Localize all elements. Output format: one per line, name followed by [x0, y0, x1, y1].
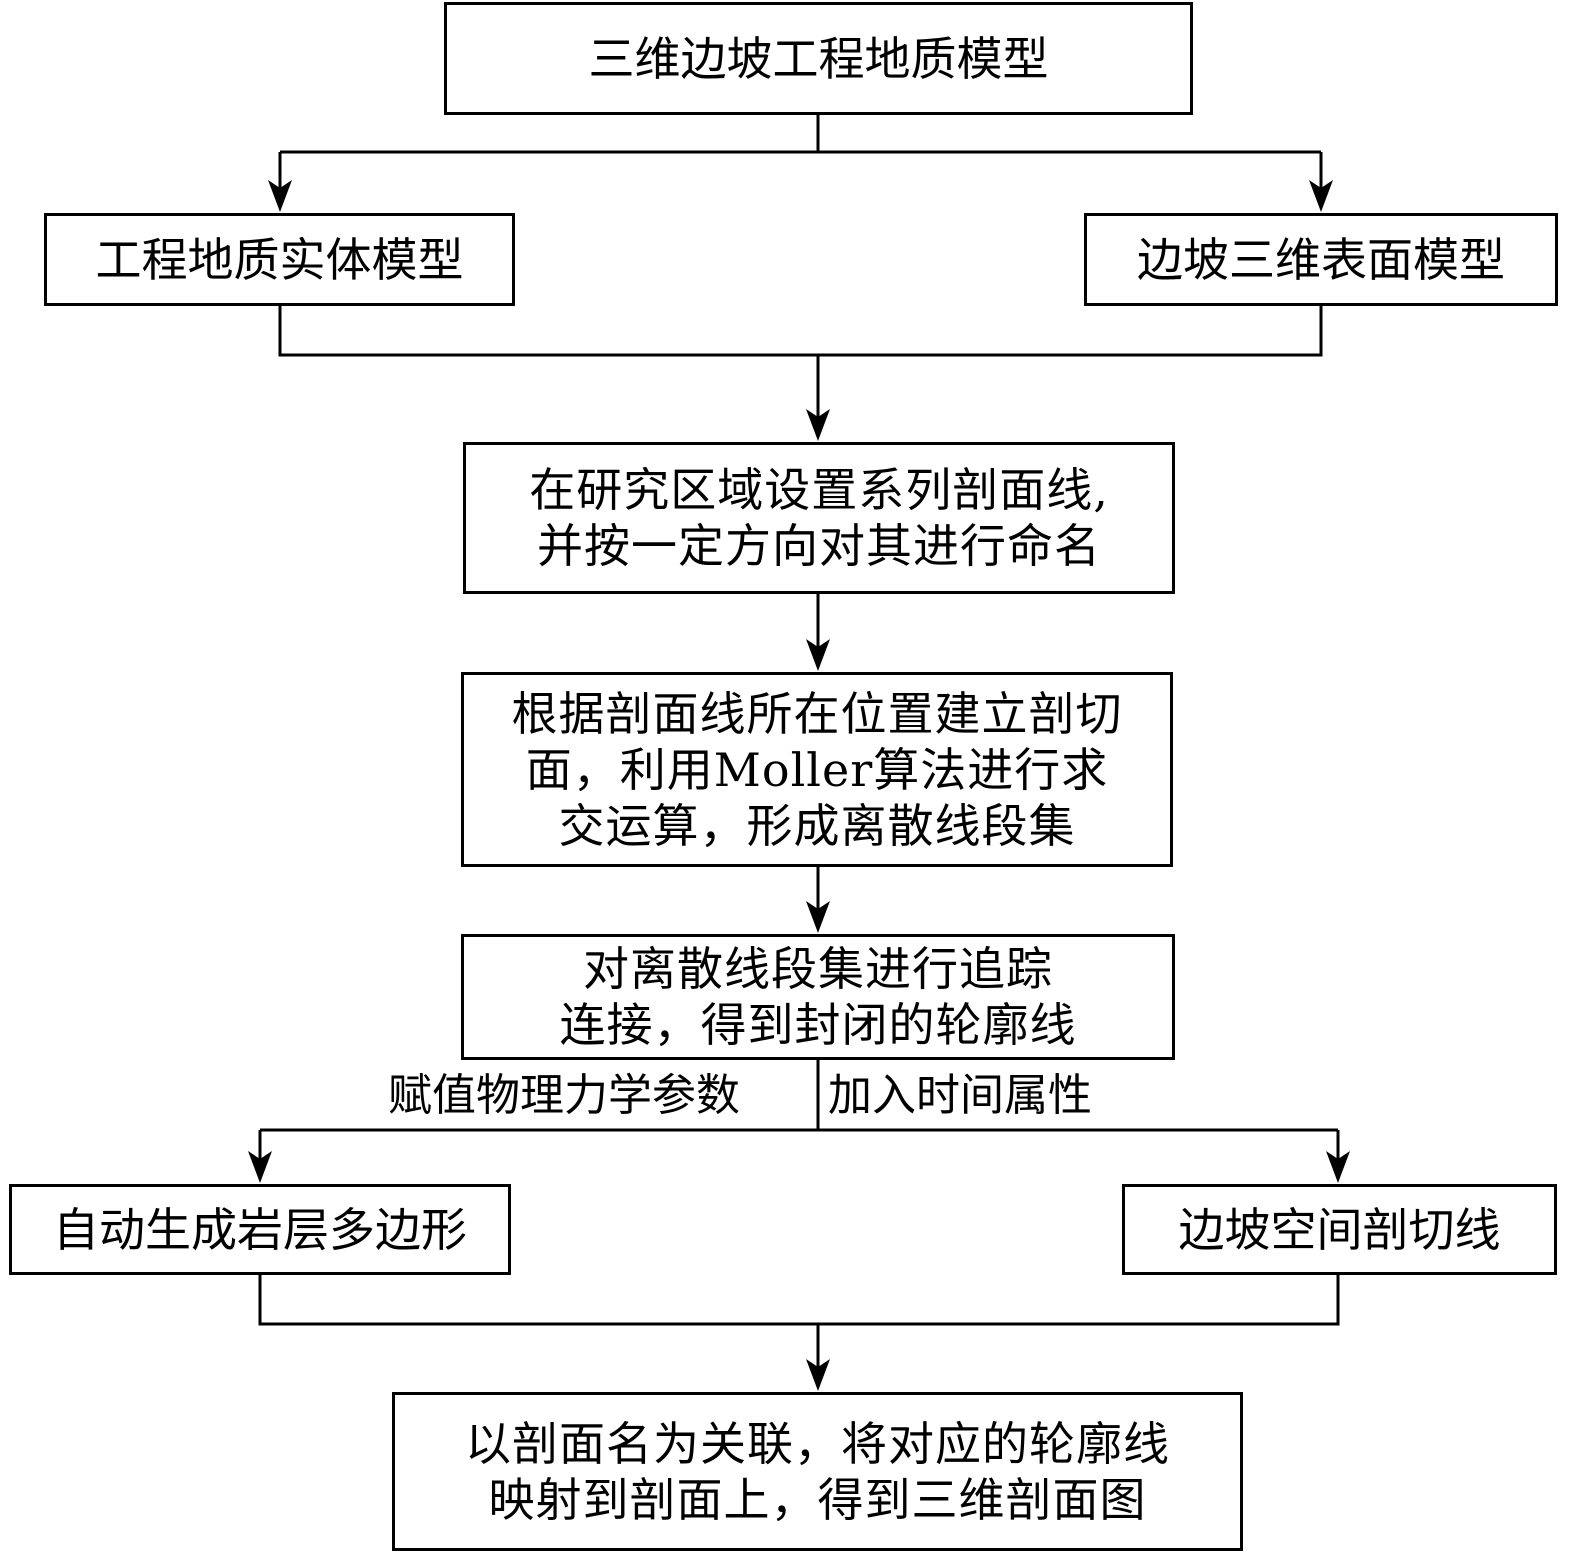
connector-merge-2 — [258, 1274, 1340, 1326]
edge-label-time-attribute: 加入时间属性 — [828, 1068, 1092, 1124]
node-result: 以剖面名为关联，将对应的轮廓线 映射到剖面上，得到三维剖面图 — [392, 1392, 1243, 1551]
node-text: 边坡三维表面模型 — [1137, 232, 1505, 287]
node-surface-model: 边坡三维表面模型 — [1084, 213, 1558, 306]
node-cut-lines: 边坡空间剖切线 — [1122, 1184, 1557, 1275]
node-section-lines: 在研究区域设置系列剖面线, 并按一定方向对其进行命名 — [463, 442, 1175, 594]
node-text: 交运算，形成离散线段集 — [558, 798, 1076, 853]
node-text: 面，利用Moller算法进行求 — [525, 742, 1109, 797]
node-solid-model: 工程地质实体模型 — [44, 213, 515, 306]
arrowhead — [1326, 1151, 1350, 1183]
arrowhead — [806, 639, 830, 671]
node-text: 边坡空间剖切线 — [1178, 1202, 1501, 1257]
node-text: 根据剖面线所在位置建立剖切 — [511, 686, 1123, 741]
node-text: 工程地质实体模型 — [95, 232, 464, 287]
node-text: 三维边坡工程地质模型 — [588, 31, 1049, 86]
node-text: 并按一定方向对其进行命名 — [537, 519, 1101, 573]
node-text: 在研究区域设置系列剖面线, — [529, 463, 1109, 517]
connector-merge-1 — [278, 305, 1323, 357]
edge-label-mechanical-params: 赋值物理力学参数 — [388, 1068, 742, 1124]
arrowhead — [1309, 180, 1333, 212]
node-text: 自动生成岩层多边形 — [53, 1202, 467, 1257]
node-intersection: 根据剖面线所在位置建立剖切 面，利用Moller算法进行求 交运算，形成离散线段… — [461, 672, 1173, 867]
arrowhead — [268, 180, 292, 212]
node-text: 以剖面名为关联，将对应的轮廓线 — [465, 1416, 1170, 1471]
node-3d-slope-geology-model: 三维边坡工程地质模型 — [444, 2, 1193, 115]
arrowhead — [806, 901, 830, 933]
node-text: 连接，得到封闭的轮廓线 — [559, 998, 1077, 1052]
arrowhead — [806, 1359, 830, 1391]
node-polygons: 自动生成岩层多边形 — [9, 1184, 511, 1275]
node-text: 映射到剖面上，得到三维剖面图 — [488, 1472, 1147, 1527]
arrowhead — [806, 409, 830, 441]
arrowhead — [248, 1151, 272, 1183]
node-tracking: 对离散线段集进行追踪 连接，得到封闭的轮廓线 — [461, 934, 1175, 1060]
node-text: 对离散线段集进行追踪 — [583, 942, 1053, 996]
connector-top-split — [280, 114, 1321, 154]
